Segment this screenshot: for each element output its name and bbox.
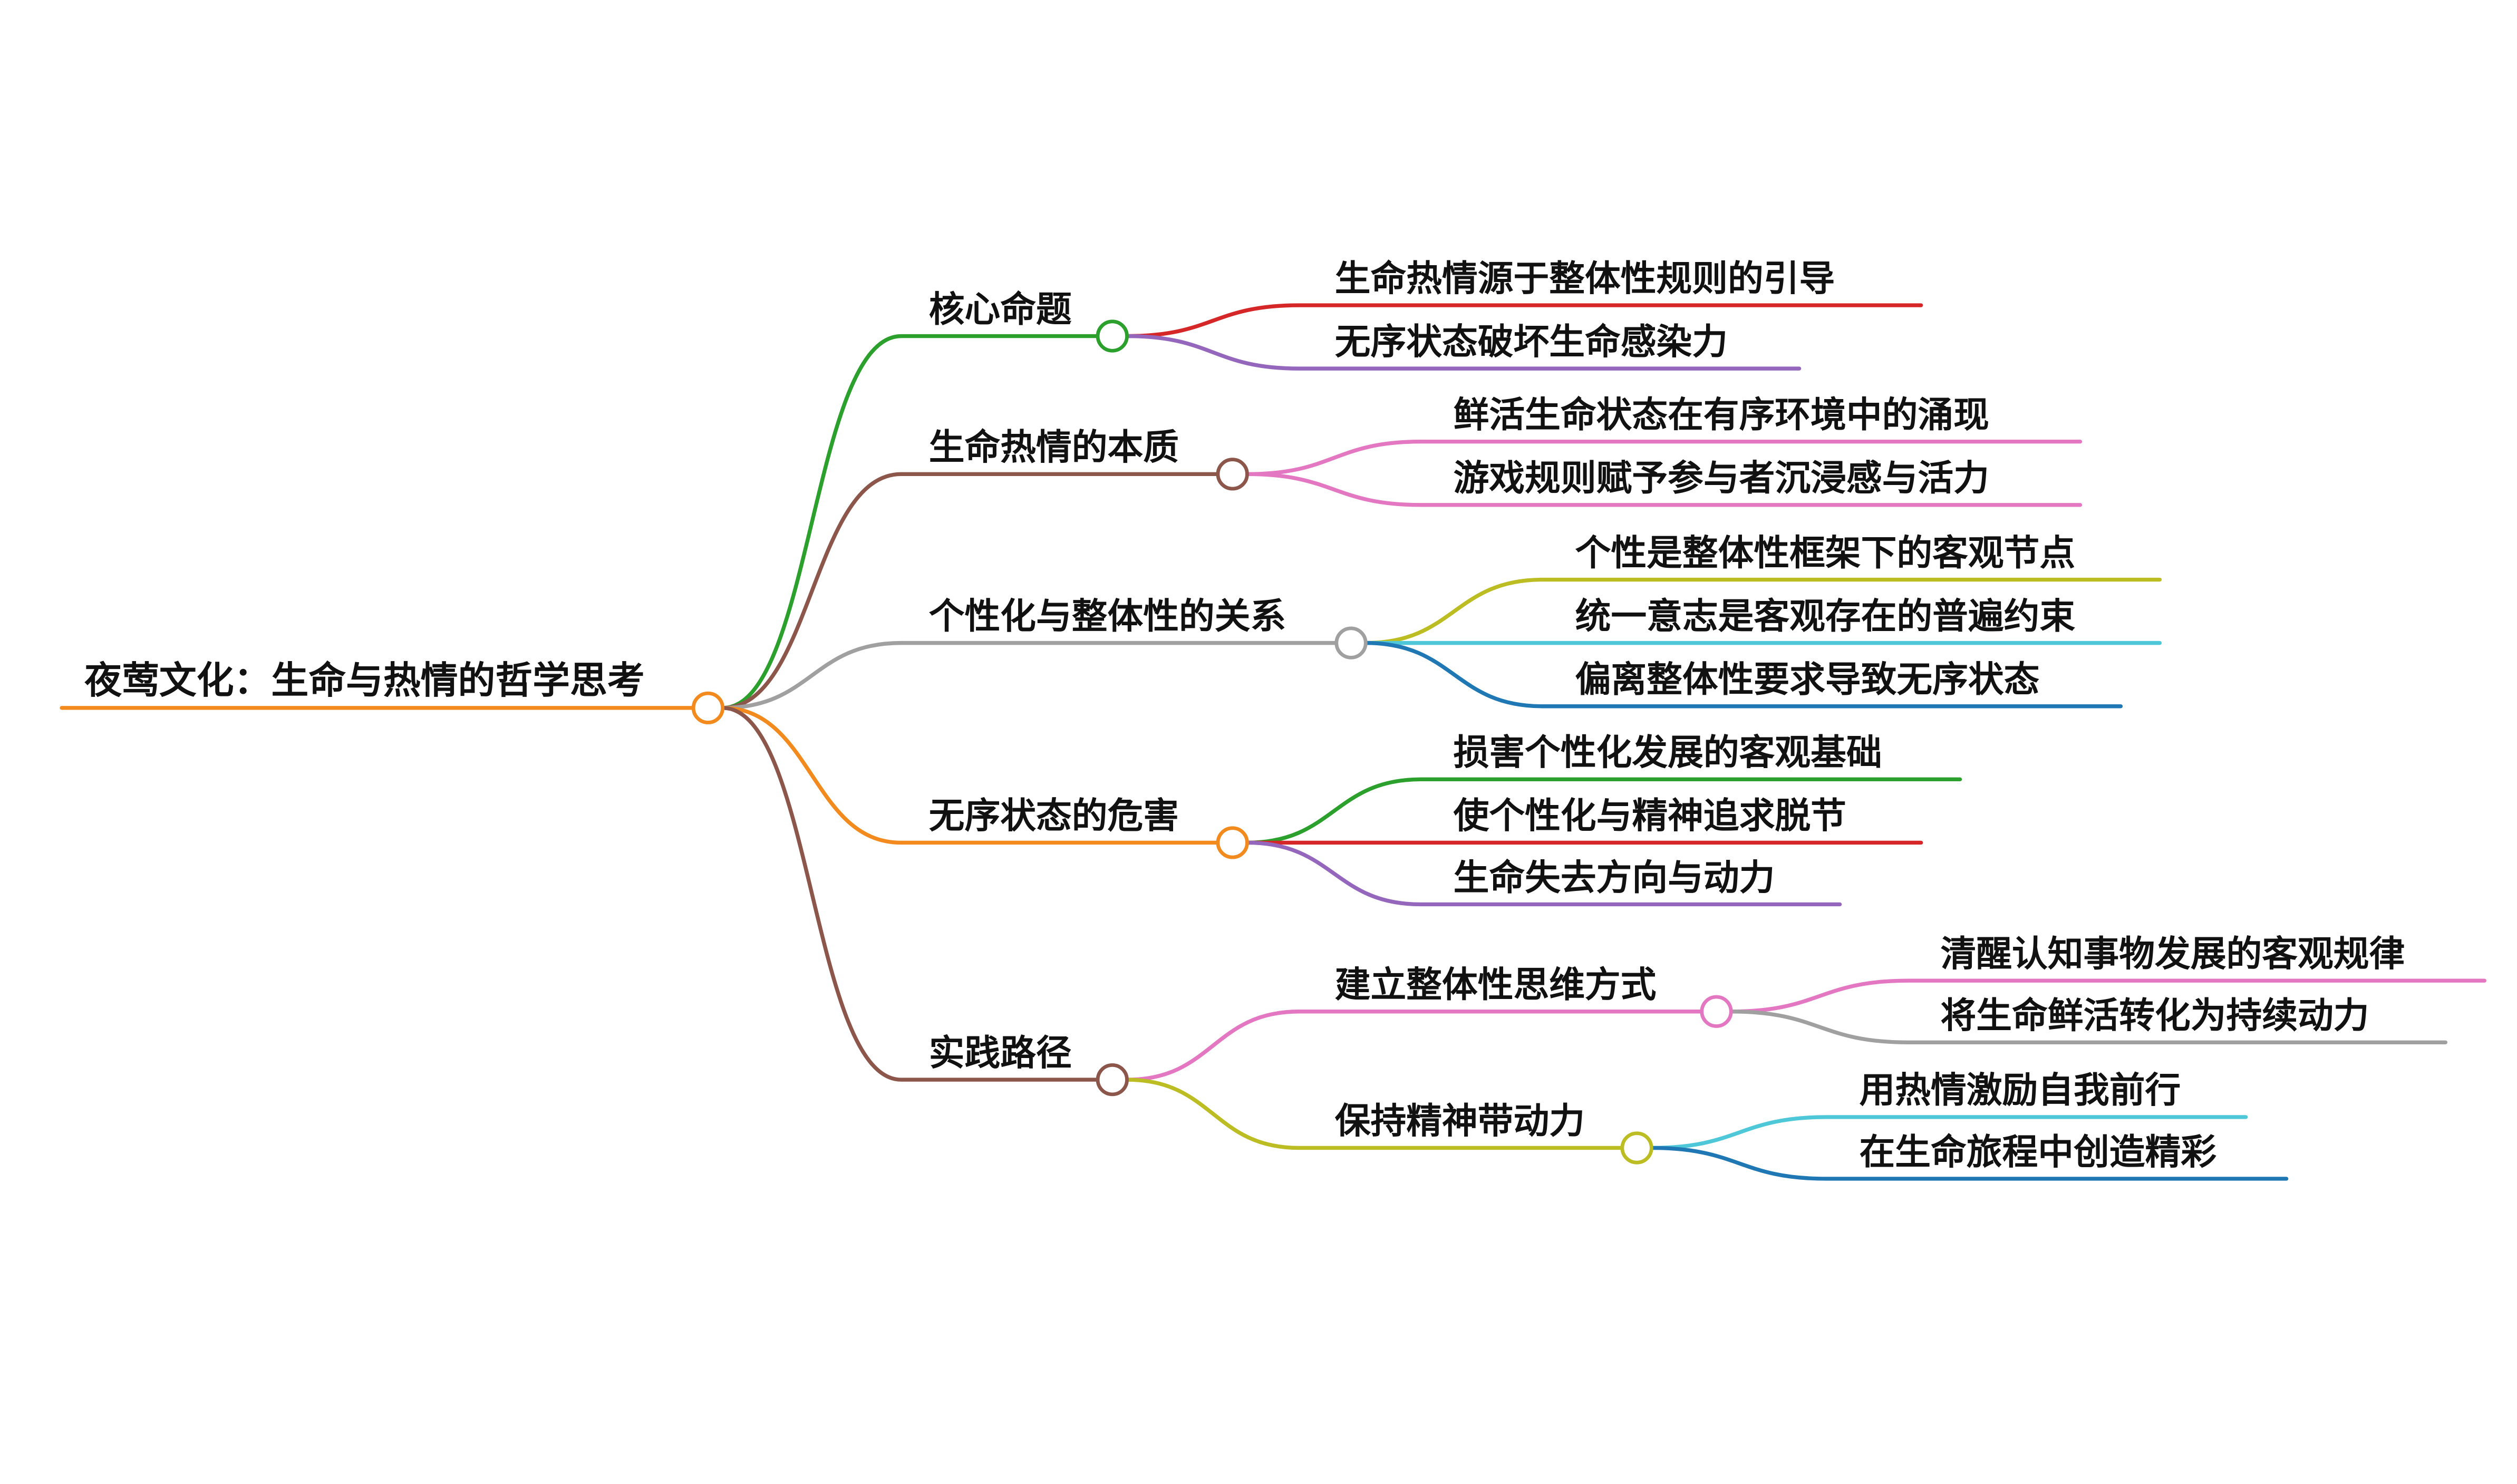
collapse-toggle-icon[interactable] [1620,1131,1653,1165]
branch-line [1729,978,2486,1014]
branch-line [1649,1115,2248,1150]
collapse-toggle-icon[interactable] [1216,826,1249,859]
branch-line [1363,577,2162,645]
branch-line [1245,840,1842,907]
branch-line [1125,334,1802,371]
topic-label[interactable]: 个性是整体性框架下的客观节点 [1575,532,2075,574]
topic-label[interactable]: 统一意志是客观存在的普遍约束 [1575,595,2076,637]
topic-label[interactable]: 用热情激励自我前行 [1860,1069,2181,1111]
topic-label[interactable]: 核心命题 [929,288,1072,330]
topic-label[interactable]: 损害个性化发展的客观基础 [1454,732,1882,773]
topic-label[interactable]: 无序状态破坏生命感染力 [1335,321,1728,362]
branch-line [1245,777,1962,845]
topic-label[interactable]: 无序状态的危害 [929,795,1179,837]
topic-label[interactable]: 清醒认知事物发展的客观规律 [1941,933,2405,975]
edges [60,303,2486,1181]
branch-line [1125,1010,1719,1082]
topic-label[interactable]: 偏离整体性要求导致无序状态 [1575,658,2040,700]
topic-label[interactable]: 使个性化与精神追求脱节 [1454,795,1846,837]
topic-label[interactable]: 将生命鲜活转化为持续动力 [1941,995,2369,1036]
topic-label[interactable]: 生命热情的本质 [929,426,1179,468]
collapse-toggle-icon[interactable] [1700,995,1733,1028]
topic-label[interactable]: 生命热情源于整体性规则的引导 [1335,257,1835,299]
root-topic[interactable]: 夜莺文化：生命与热情的哲学思考 [84,658,644,702]
collapse-toggle-icon[interactable] [1096,319,1129,353]
branch-line [1125,1078,1639,1150]
topic-label[interactable]: 鲜活生命状态在有序环境中的涌现 [1454,394,1989,435]
branch-line [720,472,1235,710]
branch-line [1245,472,2083,507]
collapse-toggle-icon[interactable] [1334,626,1368,659]
topic-label[interactable]: 建立整体性思维方式 [1335,964,1657,1005]
branch-line [1245,440,2083,477]
topic-label[interactable]: 保持精神带动力 [1335,1100,1585,1142]
branch-line [1363,641,2123,709]
branch-line [720,334,1115,710]
branch-line [1649,1146,2289,1181]
topic-label[interactable]: 游戏规则赋予参与者沉浸感与活力 [1454,457,1989,499]
branch-line [1125,303,1923,338]
collapse-toggle-icon[interactable] [1096,1063,1129,1097]
branch-line [720,706,1235,845]
topic-label[interactable]: 实践路径 [929,1032,1072,1073]
branch-line [720,641,1353,710]
collapse-toggle-icon[interactable] [691,691,725,724]
topic-label[interactable]: 在生命旅程中创造精彩 [1860,1131,2217,1172]
nodes: 夜莺文化：生命与热情的哲学思考 核心命题 生命热情源于整体性规则的引导无序状态破坏生… [84,257,2405,1172]
branch-line [720,706,1115,1082]
topic-label[interactable]: 生命失去方向与动力 [1454,857,1775,898]
topic-label[interactable]: 个性化与整体性的关系 [929,595,1286,637]
branch-line [1729,1010,2448,1044]
collapse-toggle-icon[interactable] [1216,458,1249,491]
